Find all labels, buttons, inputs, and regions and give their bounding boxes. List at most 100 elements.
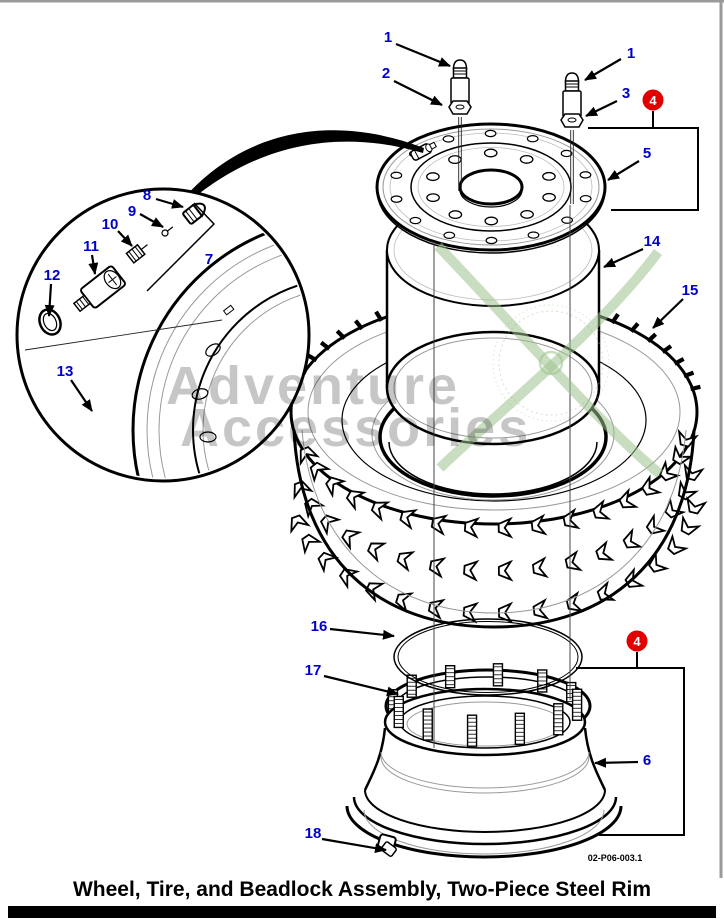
bolt-hole xyxy=(561,216,574,224)
valve-extension xyxy=(107,273,118,286)
tread-block xyxy=(564,592,583,615)
tread-block xyxy=(297,530,321,553)
valve-stem-core xyxy=(128,251,137,262)
stud-hole xyxy=(520,209,534,219)
tread-block xyxy=(316,510,340,535)
watermark-logo-ring xyxy=(538,350,564,376)
stud-hole xyxy=(426,193,440,203)
stud-hole xyxy=(448,155,462,165)
beadlock-studs-front xyxy=(393,688,583,747)
callout-arrow xyxy=(329,627,395,640)
watermark-logo-ring xyxy=(492,304,610,422)
beadlock-stud xyxy=(393,695,404,729)
tread-block xyxy=(336,564,359,588)
callout-badge xyxy=(626,630,648,652)
notch-tick xyxy=(353,319,364,331)
inset-rim-closeup xyxy=(131,216,306,478)
valve-core xyxy=(166,226,174,232)
callout-label: 7 xyxy=(205,251,213,268)
valve-stem-core xyxy=(134,246,143,257)
wheel-disc-drawing xyxy=(382,128,600,246)
diagram-art xyxy=(15,59,706,859)
watermark-word-2: Accessories xyxy=(180,398,531,458)
tread-block xyxy=(620,529,642,553)
callout-label: 17 xyxy=(305,662,322,679)
valve-stem-left xyxy=(455,104,465,110)
bolt-hole xyxy=(409,216,422,225)
callout-7: 7 xyxy=(205,251,213,268)
bolt-hole xyxy=(579,194,592,203)
bolt-hole xyxy=(442,135,455,143)
lower-rim-drawing xyxy=(363,727,387,791)
wheel-disc-drawing xyxy=(375,122,607,254)
callout-6: 6 xyxy=(594,752,651,769)
inset-pointer-swoosh xyxy=(163,130,424,226)
valve-stem-core xyxy=(131,248,140,259)
valve-extension xyxy=(79,298,86,308)
callout-arrow xyxy=(44,283,55,317)
callout-11: 11 xyxy=(83,238,99,275)
valve-stem-left xyxy=(448,59,472,191)
inset-rim-closeup xyxy=(222,304,235,316)
wheel-disc-drawing xyxy=(417,147,565,227)
beadlock-studs-back xyxy=(387,663,577,713)
bolt-hole xyxy=(527,231,540,239)
page-border-right xyxy=(719,0,723,878)
callout-label: 6 xyxy=(643,752,651,769)
inset-rim-closeup xyxy=(24,319,223,351)
callout-8: 8 xyxy=(143,187,184,209)
beadlock-stud xyxy=(553,703,564,736)
bolt-hole xyxy=(526,134,539,143)
lower-rim-drawing xyxy=(380,751,590,789)
figure-title: Wheel, Tire, and Beadlock Assembly, Two-… xyxy=(73,878,651,901)
valve-extension xyxy=(82,296,90,305)
notch-tick xyxy=(683,370,695,379)
notch-tick xyxy=(646,332,658,343)
callout-arrow xyxy=(155,197,184,209)
callout-arrow xyxy=(117,230,133,247)
callout-bracket xyxy=(588,111,699,211)
bottom-bar xyxy=(8,906,716,918)
valve-stem-core xyxy=(140,244,148,251)
beadlock-stud xyxy=(466,714,478,747)
stud-hole xyxy=(426,172,440,182)
beadlock-stud xyxy=(492,663,504,687)
callout-label: 13 xyxy=(57,363,74,380)
stud-hole xyxy=(542,192,556,202)
beadlock-stud xyxy=(422,708,433,741)
inset-bracket xyxy=(146,202,216,292)
o-ring xyxy=(393,618,583,696)
beadlock-stud xyxy=(514,712,526,745)
valve-stem-left xyxy=(452,59,468,70)
callout-badge-label: 4 xyxy=(633,634,641,649)
stud-hole xyxy=(448,210,463,220)
tread-block xyxy=(593,541,613,565)
callout-arrow xyxy=(584,58,622,81)
inset-rim-closeup xyxy=(192,277,306,478)
callout-label: 8 xyxy=(143,187,151,204)
callout-4-bottom: 4 xyxy=(576,630,685,836)
tread-block xyxy=(676,516,700,538)
callout-label: 2 xyxy=(382,65,390,82)
tire-drawing xyxy=(292,429,696,629)
callout-10: 10 xyxy=(102,216,133,247)
callout-arrow xyxy=(603,248,644,268)
tread-block xyxy=(497,560,512,581)
valve-cap xyxy=(182,202,206,225)
beadlock-stud xyxy=(444,665,456,689)
bolt-hole xyxy=(443,231,456,240)
callout-arrow xyxy=(594,757,639,768)
callout-5: 5 xyxy=(607,145,651,181)
callout-arrow xyxy=(139,213,164,228)
valve-extension xyxy=(72,265,126,313)
callout-1-top-left: 1 xyxy=(384,29,451,68)
tread-block xyxy=(365,537,386,562)
callout-bracket xyxy=(576,652,685,836)
tread-block xyxy=(683,497,706,516)
callout-label: 18 xyxy=(305,825,322,842)
beadlock-stud xyxy=(514,712,526,745)
callout-label: 16 xyxy=(311,618,328,635)
